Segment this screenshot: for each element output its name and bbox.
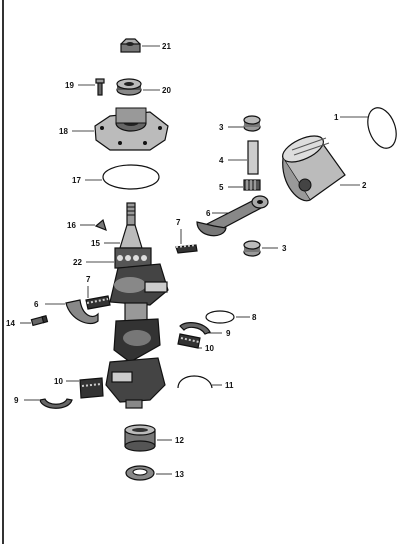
rod-cap-screw — [30, 315, 49, 327]
upper-bearing — [116, 78, 142, 96]
callout-10-lower: 10 — [54, 377, 63, 386]
connecting-rod — [196, 195, 269, 237]
callout-17: 17 — [72, 176, 81, 185]
oil-seal — [125, 465, 155, 481]
callout-6-lower: 6 — [34, 300, 39, 309]
piston-pin — [247, 140, 259, 175]
piston-ring — [367, 107, 397, 149]
callout-19: 19 — [65, 81, 74, 90]
hex-nut — [120, 38, 141, 53]
callout-21: 21 — [162, 42, 171, 51]
pin-needle-bearing — [243, 179, 261, 191]
callout-6-upper: 6 — [206, 209, 211, 218]
main-roller-bearing-upper — [177, 333, 201, 349]
callout-11: 11 — [225, 381, 234, 390]
callout-14: 14 — [6, 319, 15, 328]
bearing-race-upper — [179, 322, 211, 335]
woodruff-key — [94, 218, 107, 232]
callout-7-upper: 7 — [176, 218, 181, 227]
callout-9-lower: 9 — [14, 396, 19, 405]
callout-12: 12 — [175, 436, 184, 445]
callout-4: 4 — [219, 156, 224, 165]
callout-1: 1 — [334, 113, 339, 122]
bearing-race-lower — [39, 398, 73, 409]
crankpin-roller-bearing-upper — [175, 244, 198, 254]
callout-7-lower: 7 — [86, 275, 91, 284]
callout-3-upper: 3 — [219, 123, 224, 132]
callout-18: 18 — [59, 127, 68, 136]
rod-cap — [65, 299, 99, 325]
callout-3-lower: 3 — [282, 244, 287, 253]
callout-13: 13 — [175, 470, 184, 479]
bearing-housing — [94, 107, 169, 151]
callout-20: 20 — [162, 86, 171, 95]
callout-2: 2 — [362, 181, 367, 190]
callout-15: 15 — [91, 239, 100, 248]
screw — [95, 78, 105, 96]
callout-9-upper: 9 — [226, 329, 231, 338]
piston — [282, 135, 346, 202]
thrust-washer-upper — [243, 115, 261, 132]
crankpin-roller-bearing-lower — [85, 295, 111, 310]
thrust-washer-lower — [243, 240, 261, 257]
retaining-ring-8 — [205, 310, 235, 324]
crankshaft — [105, 202, 169, 409]
callout-5: 5 — [219, 183, 224, 192]
callout-10-upper: 10 — [205, 344, 214, 353]
o-ring — [102, 164, 160, 190]
callout-22: 22 — [73, 258, 82, 267]
callout-8: 8 — [252, 313, 257, 322]
main-roller-bearing-lower — [79, 377, 104, 399]
lower-ball-bearing — [124, 424, 156, 452]
retaining-ring-11 — [177, 375, 213, 389]
callout-16: 16 — [67, 221, 76, 230]
